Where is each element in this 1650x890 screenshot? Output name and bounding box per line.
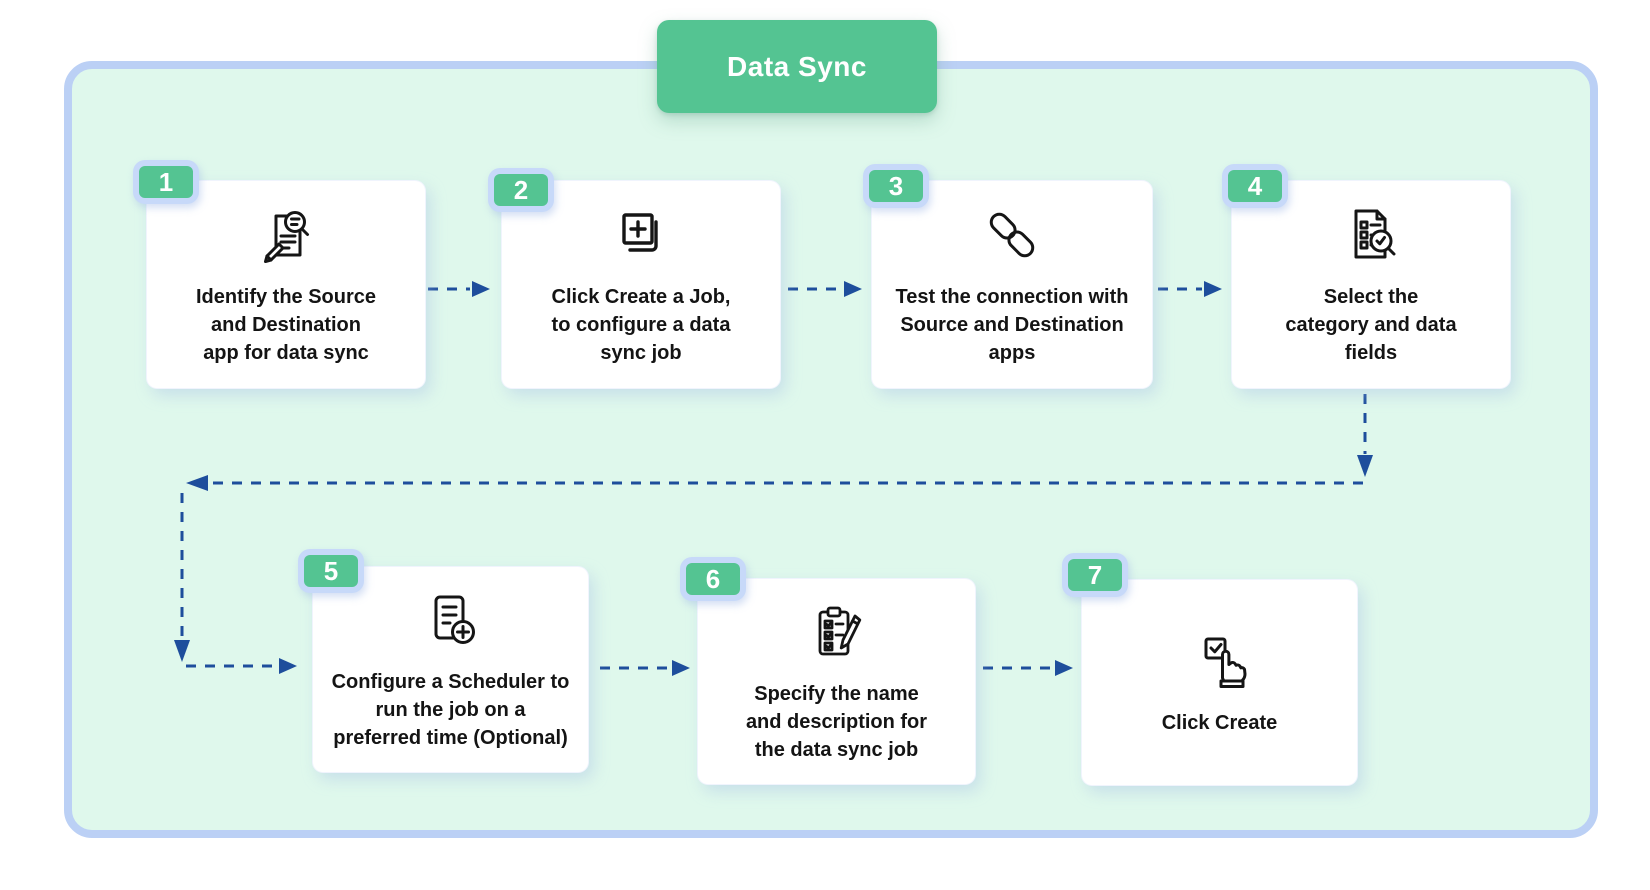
step-label: Select the category and data fields [1285, 285, 1457, 364]
step-label: Click Create a Job, to configure a data … [551, 285, 731, 364]
step-label: Click Create [1161, 711, 1278, 734]
step-number: 6 [686, 563, 740, 595]
clipboard-edit-icon [805, 600, 869, 664]
step-label: Configure a Scheduler to run the job on … [331, 670, 570, 749]
scheduler-add-icon [419, 588, 483, 652]
step-card-7: Click Create [1082, 580, 1357, 785]
step-number-badge: 1 [133, 160, 199, 204]
create-job-icon [609, 203, 673, 267]
step-number-badge: 7 [1062, 553, 1128, 597]
step-number: 2 [494, 174, 548, 206]
step-number: 5 [304, 555, 358, 587]
title-badge: Data Sync [657, 20, 937, 113]
step-card-5: Configure a Scheduler to run the job on … [313, 567, 588, 772]
step-card-1: Identify the Source and Destination app … [147, 181, 425, 388]
step-card-4: Select the category and data fields [1232, 181, 1510, 388]
link-icon [980, 203, 1044, 267]
document-search-icon [254, 203, 318, 267]
step-number-badge: 3 [863, 164, 929, 208]
step-label: Specify the name and description for the… [745, 682, 928, 761]
step-number-badge: 5 [298, 549, 364, 593]
step-number: 3 [869, 170, 923, 202]
step-number-badge: 6 [680, 557, 746, 601]
click-create-icon [1188, 629, 1252, 693]
page-title: Data Sync [727, 50, 867, 82]
step-number-badge: 2 [488, 168, 554, 212]
checklist-search-icon [1339, 203, 1403, 267]
step-label: Identify the Source and Destination app … [195, 285, 377, 364]
step-card-6: Specify the name and description for the… [698, 579, 975, 784]
step-number-badge: 4 [1222, 164, 1288, 208]
step-card-2: Click Create a Job, to configure a data … [502, 181, 780, 388]
step-number: 7 [1068, 559, 1122, 591]
step-card-3: Test the connection with Source and Dest… [872, 181, 1152, 388]
step-label: Test the connection with Source and Dest… [895, 285, 1129, 364]
step-number: 1 [139, 166, 193, 198]
step-number: 4 [1228, 170, 1282, 202]
